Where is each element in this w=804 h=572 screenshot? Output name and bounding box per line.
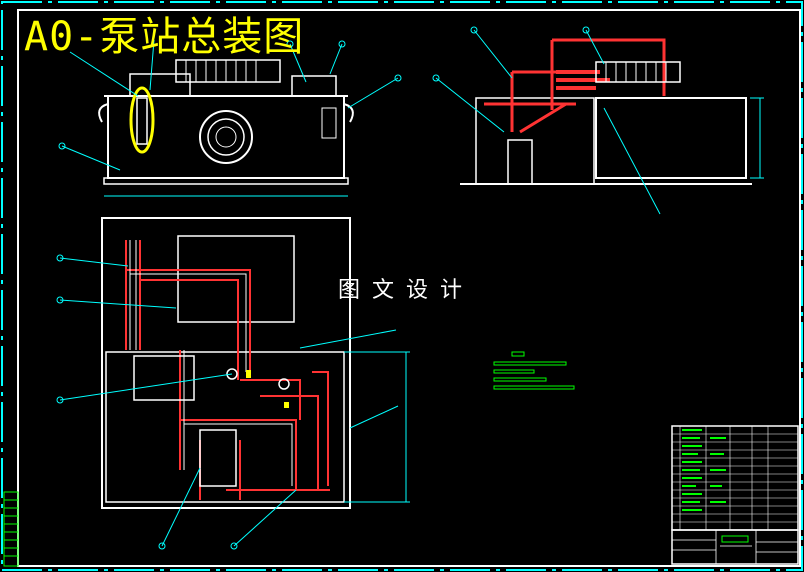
side-valve-stack — [595, 61, 681, 83]
front-tank-base — [103, 177, 349, 185]
plan-view — [56, 217, 410, 550]
plan-valve-stack — [133, 355, 195, 401]
motor-pump-group — [175, 59, 281, 83]
notes-heading-bar — [511, 351, 525, 357]
inspection-cover-center — [215, 126, 237, 148]
plan-piping-white — [129, 240, 293, 486]
leader-bubble — [338, 40, 346, 48]
technical-notes-block — [493, 351, 575, 390]
side-red-manifold — [556, 70, 610, 90]
lifting-handle-left — [98, 103, 109, 123]
side-column — [507, 139, 533, 185]
plan-outline — [101, 217, 351, 509]
title-block-cells — [672, 530, 798, 564]
leader-bubble — [286, 40, 294, 48]
leader-bubble — [582, 26, 590, 34]
parts-list-columns — [679, 426, 769, 530]
suction-filter-highlight — [129, 86, 155, 154]
plan-manifold — [199, 429, 237, 487]
valve-block-top — [129, 73, 191, 97]
watermark-text: 图文设计 — [338, 278, 475, 303]
notes-line-bar — [493, 361, 567, 366]
inner-sheet-border — [17, 9, 801, 567]
front-view — [58, 39, 402, 197]
plan-dimension — [344, 351, 410, 503]
parts-list-entries — [682, 429, 726, 511]
leader-bubble — [56, 296, 64, 304]
side-view — [432, 26, 764, 215]
parts-list-rows — [672, 433, 798, 523]
filter-right — [291, 75, 337, 97]
level-gauge — [321, 107, 337, 139]
plan-leaders — [59, 257, 399, 547]
plan-yellow-marker — [284, 402, 289, 408]
suction-filter — [136, 97, 148, 145]
leader-bubble — [230, 542, 238, 550]
leader-bubble — [58, 142, 66, 150]
side-leaders — [435, 29, 661, 215]
lifting-handle-right — [343, 103, 354, 123]
notes-line-bar — [493, 369, 535, 374]
plan-fitting — [226, 368, 238, 380]
notes-line-bar — [493, 377, 547, 382]
inspection-cover-outer — [199, 110, 253, 164]
leader-bubble — [158, 542, 166, 550]
plan-yellow-marker — [246, 370, 251, 378]
leader-bubble — [394, 74, 402, 82]
plan-fitting — [278, 378, 290, 390]
notes-line-bar — [493, 385, 575, 390]
title-block-name-cell — [721, 535, 749, 543]
side-dimension — [750, 97, 764, 179]
front-tank-body — [107, 95, 345, 179]
side-upper-pipework — [484, 38, 666, 134]
plan-tank-outline — [105, 351, 345, 503]
side-valve-ticks — [605, 62, 667, 82]
left-margin-strip — [3, 491, 19, 567]
drawing-title: A0-泵站总装图 — [24, 14, 305, 60]
leader-bubble — [470, 26, 478, 34]
front-leaders — [61, 39, 399, 171]
inspection-cover-inner — [207, 118, 245, 156]
leader-bubble — [56, 396, 64, 404]
side-tank-body — [595, 97, 747, 179]
leader-bubble — [56, 254, 64, 262]
side-frame-left — [475, 97, 595, 185]
left-strip-ticks — [4, 499, 18, 557]
leader-bubble — [432, 74, 440, 82]
title-block-frame — [671, 529, 799, 565]
title-block — [671, 425, 799, 565]
motor-fins — [185, 60, 257, 82]
